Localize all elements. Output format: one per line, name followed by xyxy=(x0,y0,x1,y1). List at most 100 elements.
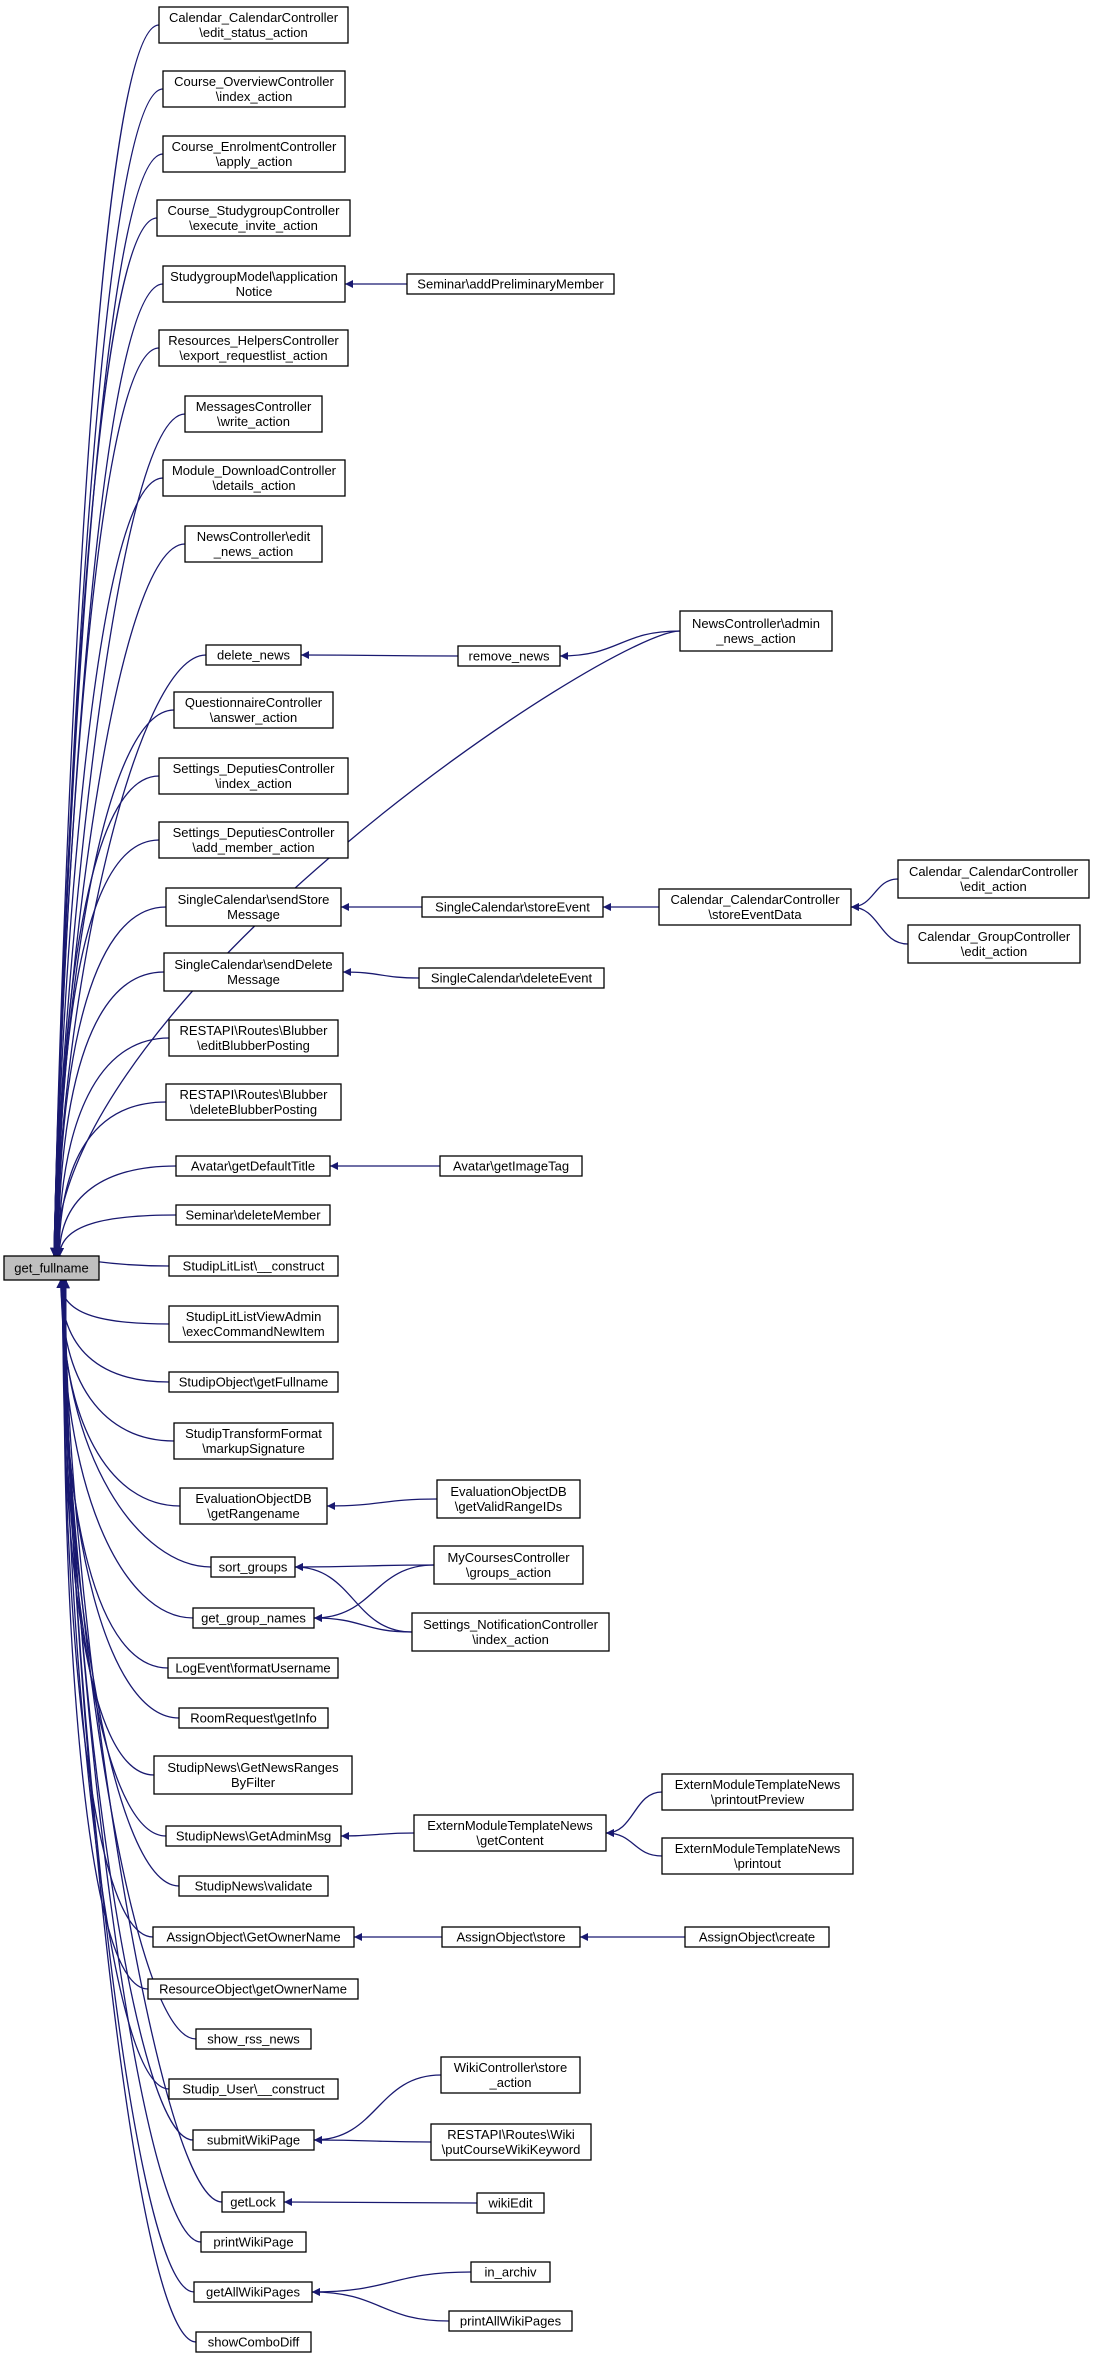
node-label: Resources_HelpersController xyxy=(168,333,339,348)
caller-node[interactable]: EvaluationObjectDB\getRangename xyxy=(179,1487,328,1525)
node-box xyxy=(178,1875,329,1897)
caller-node[interactable]: AssignObject\store xyxy=(441,1926,581,1948)
node-label: ExternModuleTemplateNews xyxy=(427,1818,593,1833)
caller-node[interactable]: wikiEdit xyxy=(476,2192,545,2214)
caller-node[interactable]: printAllWikiPages xyxy=(448,2310,573,2332)
caller-node[interactable]: RESTAPI\Routes\Blubber\deleteBlubberPost… xyxy=(165,1083,342,1121)
caller-node[interactable]: Avatar\getDefaultTitle xyxy=(175,1155,331,1177)
caller-node[interactable]: printWikiPage xyxy=(200,2231,307,2253)
caller-node[interactable]: Avatar\getImageTag xyxy=(439,1155,583,1177)
caller-node[interactable]: Settings_DeputiesController\index_action xyxy=(158,757,349,795)
caller-node[interactable]: NewsController\admin_news_action xyxy=(679,610,833,652)
caller-node[interactable]: StudipLitList\__construct xyxy=(168,1255,339,1277)
caller-node[interactable]: SingleCalendar\deleteEvent xyxy=(418,967,605,989)
caller-node[interactable]: show_rss_news xyxy=(195,2028,312,2050)
caller-node[interactable]: in_archiv xyxy=(470,2261,551,2283)
edge-layer xyxy=(50,24,909,2343)
caller-node[interactable]: Course_EnrolmentController\apply_action xyxy=(162,135,346,173)
node-label: \printout xyxy=(734,1856,781,1871)
node-label: SingleCalendar\sendStore xyxy=(178,892,330,907)
caller-node[interactable]: Module_DownloadController\details_action xyxy=(162,459,346,497)
caller-node[interactable]: SingleCalendar\storeEvent xyxy=(421,896,604,918)
caller-node[interactable]: remove_news xyxy=(457,645,561,667)
node-label: Module_DownloadController xyxy=(172,463,337,478)
node-label: \edit_action xyxy=(961,944,1028,959)
node-label: \export_requestlist_action xyxy=(179,348,327,363)
node-label: RESTAPI\Routes\Blubber xyxy=(180,1023,329,1038)
caller-node[interactable]: Seminar\deleteMember xyxy=(175,1204,331,1226)
caller-node[interactable]: Calendar_CalendarController\storeEventDa… xyxy=(658,888,852,926)
node-label: SingleCalendar\storeEvent xyxy=(435,900,590,915)
caller-node[interactable]: Course_OverviewController\index_action xyxy=(162,70,346,108)
node-label: _news_action xyxy=(213,544,294,559)
caller-node[interactable]: MessagesController\write_action xyxy=(184,395,323,433)
caller-node[interactable]: showComboDiff xyxy=(195,2331,312,2353)
node-label: submitWikiPage xyxy=(207,2133,300,2148)
node-label: MessagesController xyxy=(196,399,312,414)
caller-node[interactable]: get_group_names xyxy=(192,1607,315,1629)
node-box xyxy=(441,1926,581,1948)
node-box xyxy=(421,896,604,918)
caller-node[interactable]: StudipNews\GetAdminMsg xyxy=(165,1825,342,1847)
caller-node[interactable]: RESTAPI\Routes\Wiki\putCourseWikiKeyword xyxy=(430,2123,592,2161)
node-box xyxy=(168,1019,339,1057)
caller-node[interactable]: Settings_NotificationController\index_ac… xyxy=(411,1612,610,1652)
node-label: get_group_names xyxy=(201,1611,306,1626)
caller-node[interactable]: Calendar_CalendarController\edit_status_… xyxy=(158,6,349,44)
caller-node[interactable]: ResourceObject\getOwnerName xyxy=(147,1978,359,2000)
caller-node[interactable]: MyCoursesController\groups_action xyxy=(433,1545,584,1585)
caller-node[interactable]: AssignObject\GetOwnerName xyxy=(152,1926,355,1948)
node-label: ByFilter xyxy=(231,1775,276,1790)
caller-node[interactable]: Calendar_CalendarController\edit_action xyxy=(897,859,1090,899)
edge-n37b-to-n37 xyxy=(313,2136,432,2145)
edge-n26a-to-n27 xyxy=(313,1564,435,1622)
caller-node[interactable]: StudipLitListViewAdmin\execCommandNewIte… xyxy=(168,1305,339,1343)
caller-node[interactable]: WikiController\store_action xyxy=(440,2056,581,2094)
root-node[interactable]: get_fullname xyxy=(3,1255,100,1281)
caller-node[interactable]: Studip_User\__construct xyxy=(168,2078,339,2100)
caller-node[interactable]: getLock xyxy=(221,2191,285,2213)
node-label: StudipLitList\__construct xyxy=(183,1259,325,1274)
edge-n40b-to-n40 xyxy=(311,2288,450,2322)
caller-node[interactable]: Course_StudygroupController\execute_invi… xyxy=(156,199,351,237)
caller-node[interactable]: RESTAPI\Routes\Blubber\editBlubberPostin… xyxy=(168,1019,339,1057)
caller-node[interactable]: StudipNews\validate xyxy=(178,1875,329,1897)
caller-node[interactable]: LogEvent\formatUsername xyxy=(167,1657,339,1679)
caller-node[interactable]: Resources_HelpersController\export_reque… xyxy=(158,329,349,367)
edge-n27a-to-n27 xyxy=(313,1614,413,1633)
edge-n11-to-get_fullname xyxy=(52,654,207,1257)
caller-node[interactable]: NewsController\edit_news_action xyxy=(184,525,323,563)
node-box xyxy=(162,70,346,108)
caller-node[interactable]: QuestionnaireController\answer_action xyxy=(173,691,334,729)
node-label: Avatar\getDefaultTitle xyxy=(191,1159,315,1174)
caller-node[interactable]: Calendar_GroupController\edit_action xyxy=(907,924,1081,964)
node-label: SingleCalendar\sendDelete xyxy=(174,957,332,972)
caller-node[interactable]: Settings_DeputiesController\add_member_a… xyxy=(158,821,349,859)
edge-n3-to-get_fullname xyxy=(50,153,164,1257)
caller-node[interactable]: ExternModuleTemplateNews\printout xyxy=(661,1837,854,1875)
caller-node[interactable]: StudipTransformFormat\markupSignature xyxy=(173,1422,334,1460)
node-box xyxy=(448,2310,573,2332)
edge-n26a-to-n26 xyxy=(294,1562,435,1571)
caller-node[interactable]: submitWikiPage xyxy=(192,2129,315,2151)
caller-node[interactable]: ExternModuleTemplateNews\printoutPreview xyxy=(661,1773,854,1811)
caller-node[interactable]: ExternModuleTemplateNews\getContent xyxy=(413,1814,607,1852)
node-label: RESTAPI\Routes\Blubber xyxy=(180,1087,329,1102)
caller-node[interactable]: AssignObject\create xyxy=(684,1926,830,1948)
caller-node[interactable]: delete_news xyxy=(205,644,302,666)
caller-node[interactable]: Seminar\addPreliminaryMember xyxy=(406,273,615,295)
caller-node[interactable]: getAllWikiPages xyxy=(193,2281,313,2303)
node-label: Course_EnrolmentController xyxy=(172,139,337,154)
caller-node[interactable]: EvaluationObjectDB\getValidRangeIDs xyxy=(436,1479,581,1519)
caller-node[interactable]: StudipObject\getFullname xyxy=(168,1371,339,1393)
node-label: RESTAPI\Routes\Wiki xyxy=(447,2127,575,2142)
caller-node[interactable]: RoomRequest\getInfo xyxy=(178,1707,329,1729)
edge-n34-to-get_fullname xyxy=(60,1279,149,1990)
node-box xyxy=(433,1545,584,1585)
edge-n1-to-get_fullname xyxy=(50,24,160,1257)
caller-node[interactable]: sort_groups xyxy=(210,1556,296,1578)
